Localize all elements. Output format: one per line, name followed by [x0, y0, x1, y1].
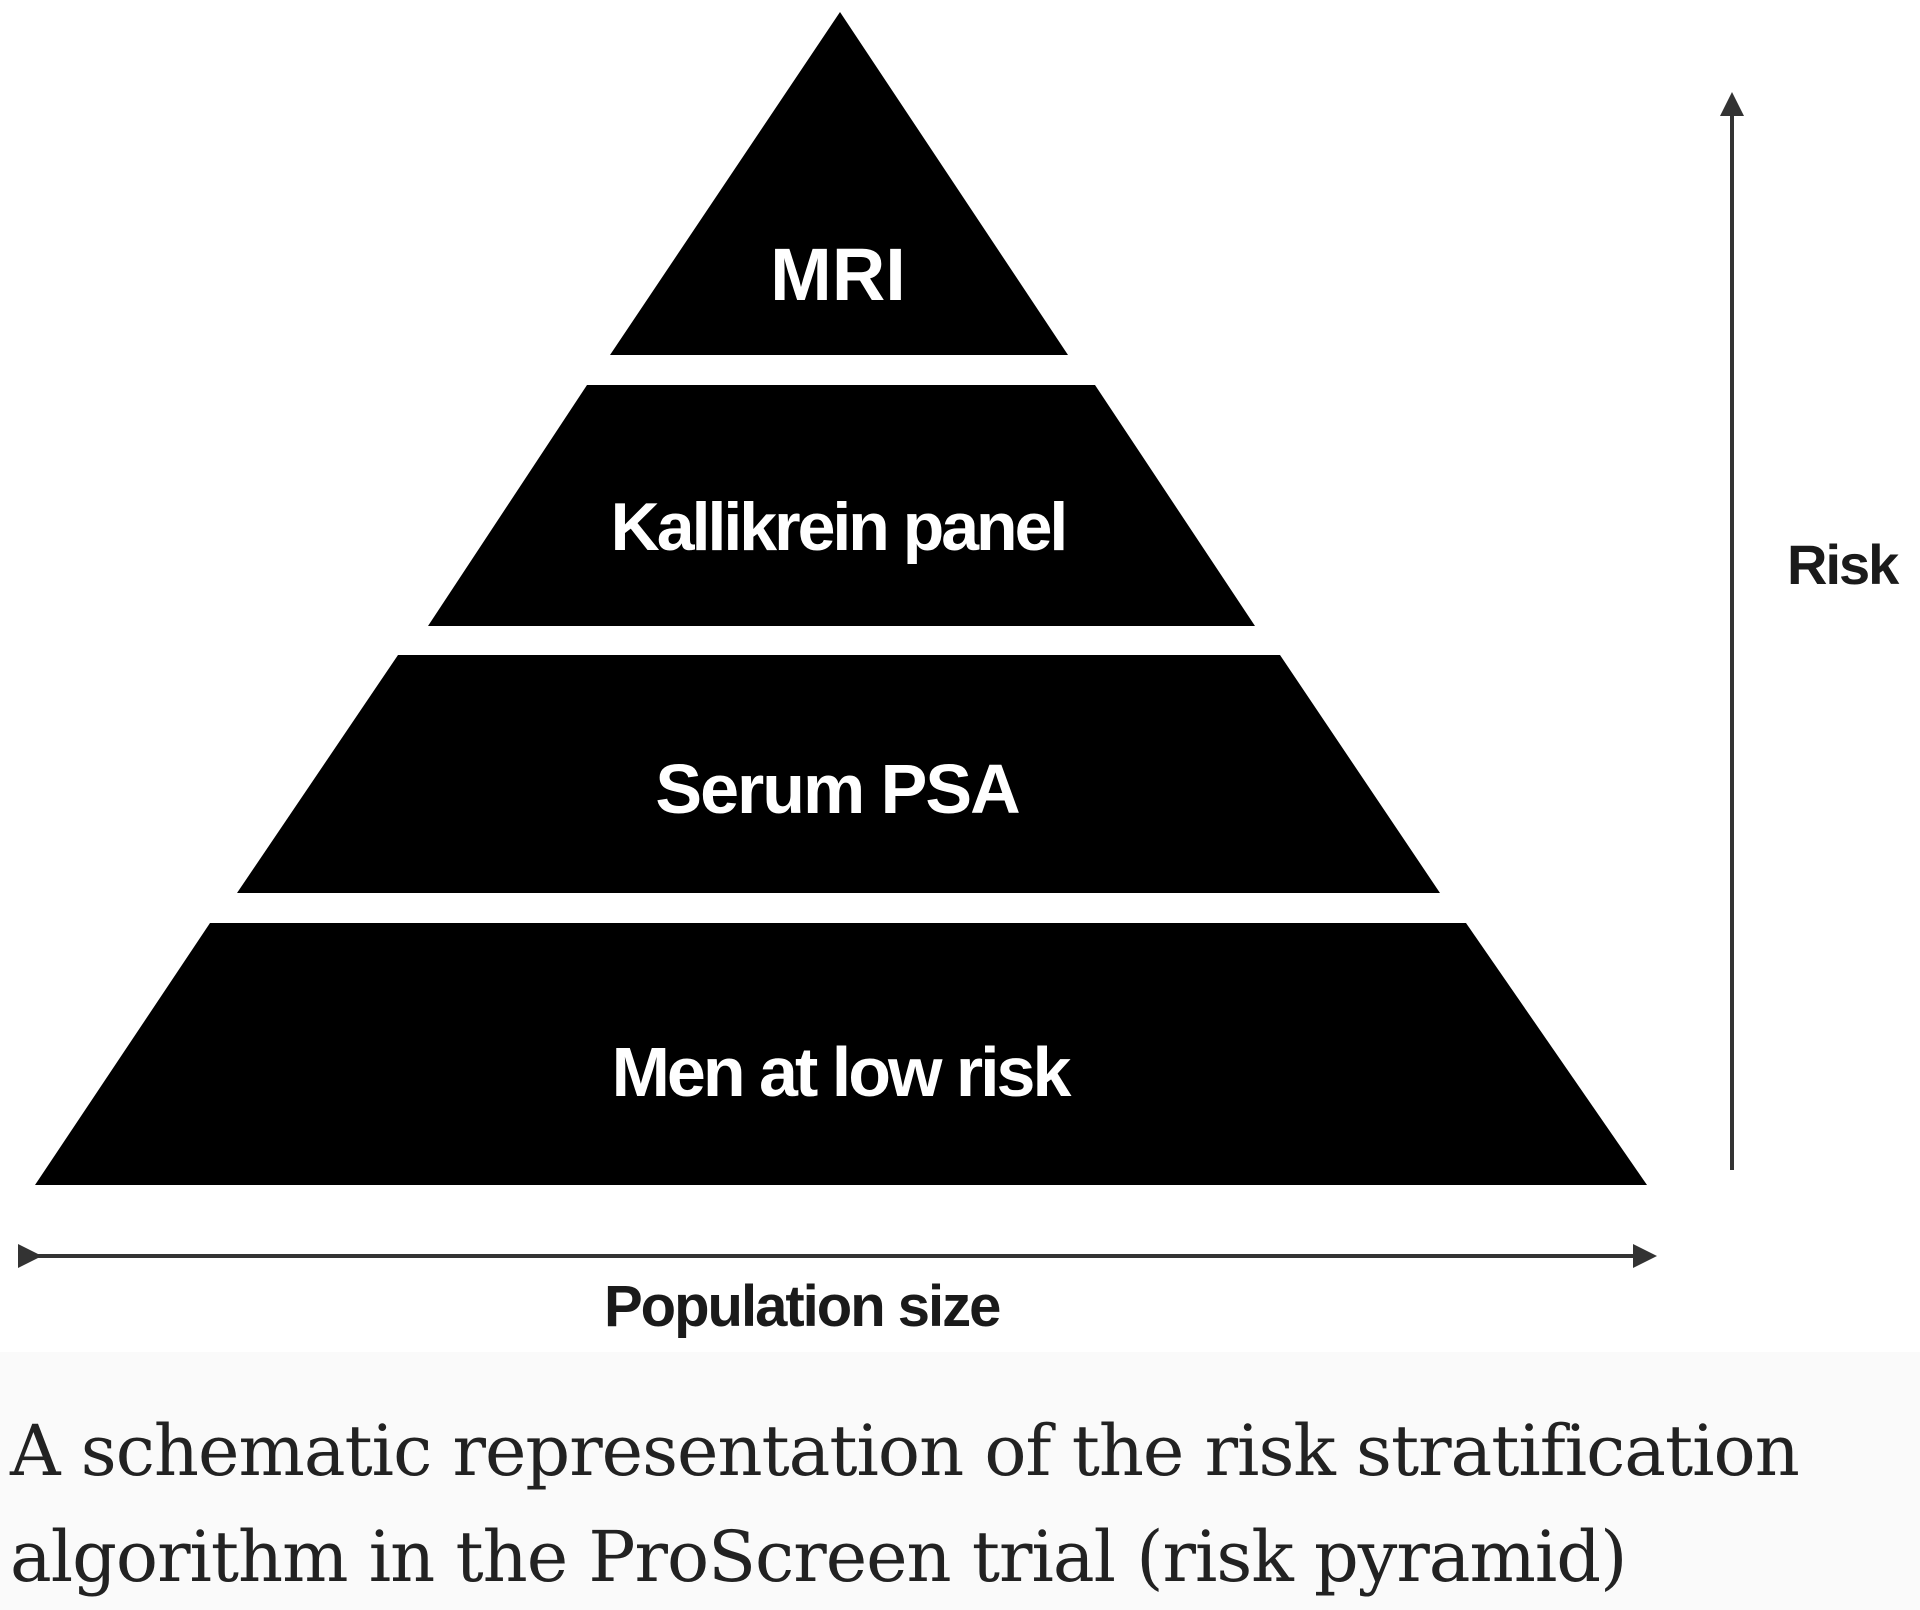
caption-line-2: algorithm in the ProScreen trial (risk p… [10, 1516, 1627, 1598]
risk-axis-label: Risk [1787, 533, 1899, 596]
caption-line-1: A schematic representation of the risk s… [10, 1410, 1800, 1492]
layer-label-kallikrein: Kallikrein panel [610, 489, 1069, 565]
population-size-axis-label: Population size [604, 1274, 1001, 1339]
figure-caption: A schematic representation of the risk s… [10, 1398, 1830, 1610]
layer-label-mri: MRI [770, 233, 906, 316]
pyramid-layer-serum-psa [237, 655, 1440, 893]
layer-label-men-low-risk: Men at low risk [611, 1033, 1072, 1111]
pyramid-layer-men-low-risk [35, 923, 1647, 1185]
pyramid-layer-kallikrein [428, 385, 1255, 626]
pyramid-graphic [18, 12, 1744, 1268]
layer-label-serum-psa: Serum PSA [655, 750, 1020, 828]
risk-pyramid-figure: MRI Kallikrein panel Serum PSA Men at lo… [18, 12, 1900, 1339]
pyramid-layer-mri [610, 12, 1068, 355]
